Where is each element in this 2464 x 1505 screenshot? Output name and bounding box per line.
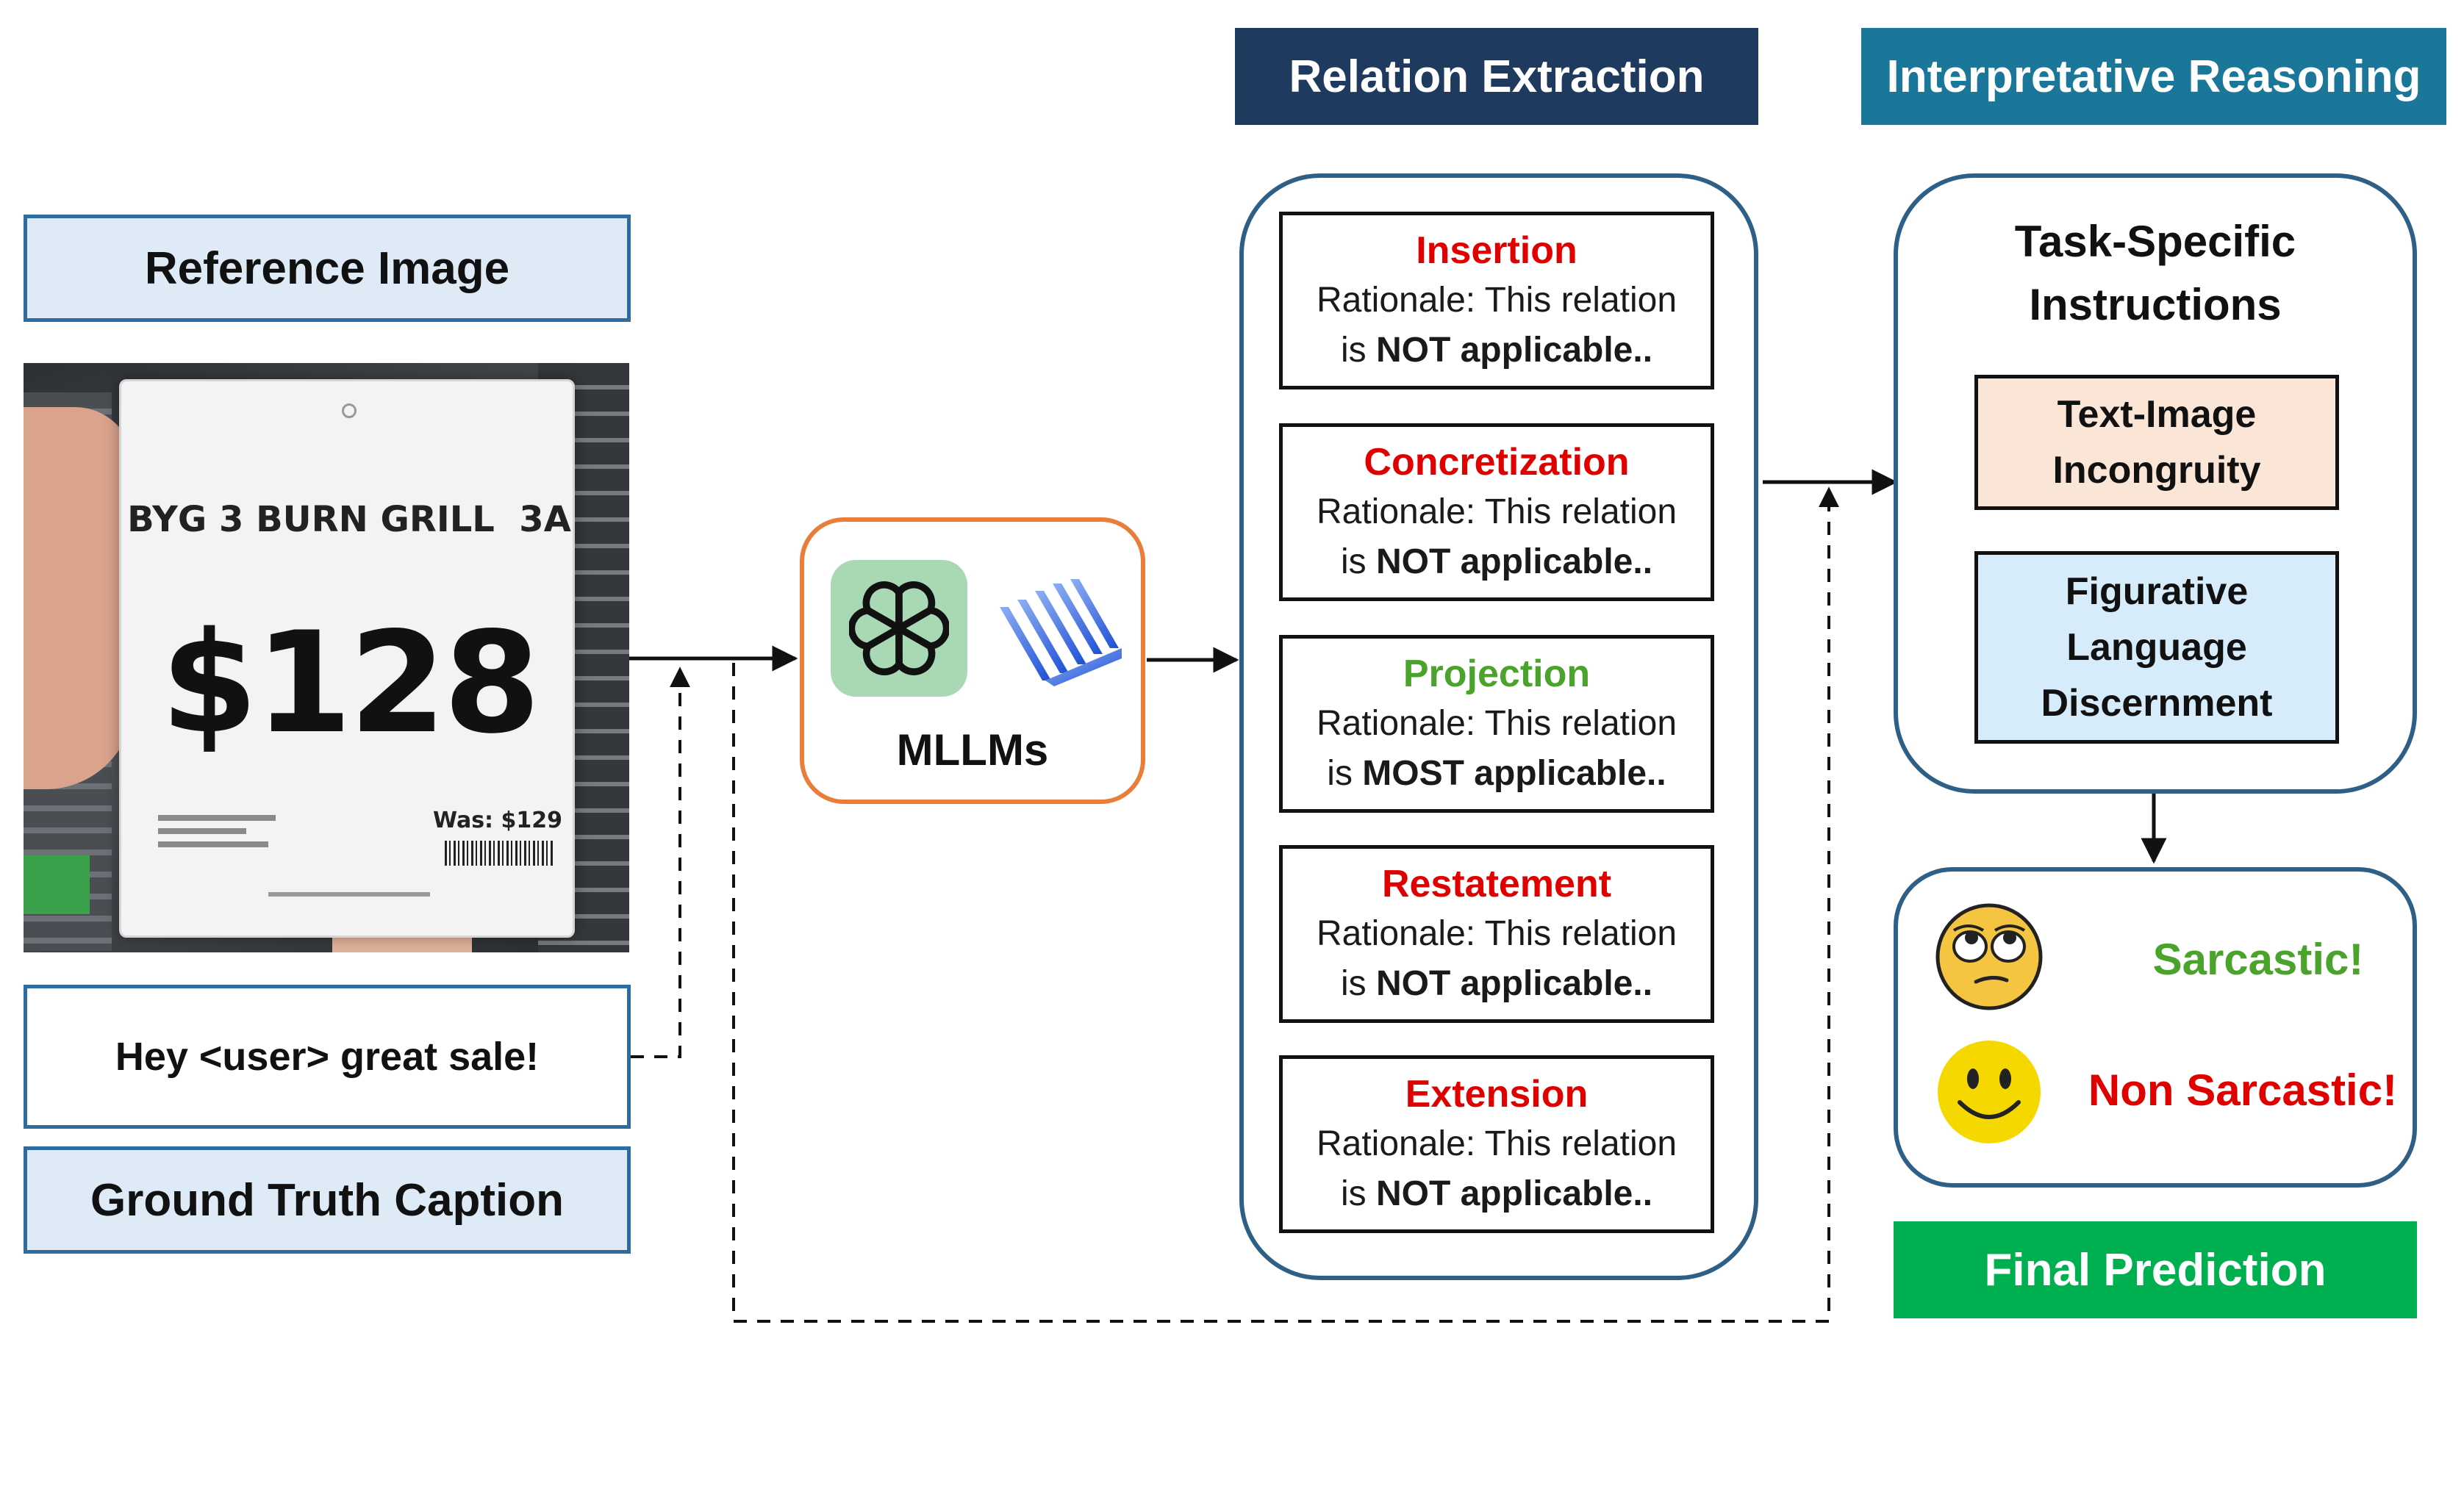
figurative-language-line3: Discernment xyxy=(2041,682,2273,725)
final-prediction-label-text: Final Prediction xyxy=(1984,1244,2327,1296)
interpretative-reasoning-header: Interpretative Reasoning xyxy=(1861,28,2446,125)
reference-photo: BYG 3 BURN GRILL 3A $128 Was: $129 xyxy=(24,363,629,952)
openai-logo xyxy=(831,560,967,697)
prediction-panel: Sarcastic! Non Sarcastic! xyxy=(1894,867,2417,1188)
sign-title: BYG 3 BURN GRILL 3A xyxy=(127,499,571,540)
sign-was-price: Was: $129 xyxy=(432,808,562,833)
relation-title: Insertion xyxy=(1416,229,1577,272)
caption-text: Hey <user> great sale! xyxy=(115,1035,540,1079)
relation-extraction-header: Relation Extraction xyxy=(1235,28,1758,125)
eye-roll-emoji-icon xyxy=(1935,903,2043,1010)
relation-rationale: Rationale: This relation xyxy=(1316,281,1677,320)
task-specific-title-line1: Task-Specific xyxy=(2014,217,2296,266)
relation-verdict: is NOT applicable.. xyxy=(1341,326,1652,376)
relation-rationale: Rationale: This relation xyxy=(1316,914,1677,953)
relation-verdict: is NOT applicable.. xyxy=(1341,1169,1652,1219)
figurative-language-line1: Figurative xyxy=(2065,570,2249,613)
relation-rationale: Rationale: This relation xyxy=(1316,492,1677,531)
green-tag xyxy=(24,855,90,914)
model-logo xyxy=(992,578,1125,688)
barcode xyxy=(445,841,555,866)
final-prediction-label: Final Prediction xyxy=(1894,1221,2417,1318)
verdict-strong: MOST applicable.. xyxy=(1362,754,1666,793)
ground-truth-caption-label: Ground Truth Caption xyxy=(24,1146,631,1254)
verdict-strong: NOT applicable.. xyxy=(1375,1174,1653,1213)
relation-title: Restatement xyxy=(1381,863,1612,905)
hand xyxy=(24,407,134,789)
openai-icon xyxy=(849,581,949,675)
fine-print-4 xyxy=(268,892,430,897)
relation-rationale: Rationale: This relation xyxy=(1316,1124,1677,1163)
relation-extraction-header-text: Relation Extraction xyxy=(1289,51,1705,102)
relation-verdict: is NOT applicable.. xyxy=(1341,959,1652,1009)
relation-projection: Projection Rationale: This relation is M… xyxy=(1279,635,1714,813)
relation-title: Extension xyxy=(1405,1073,1589,1116)
mllms-box: MLLMs xyxy=(800,517,1145,804)
verdict-strong: NOT applicable.. xyxy=(1375,331,1653,370)
fine-print-2 xyxy=(158,828,246,834)
task-specific-title-line2: Instructions xyxy=(2029,280,2282,329)
relation-restatement: Restatement Rationale: This relation is … xyxy=(1279,845,1714,1023)
figurative-language-box: Figurative Language Discernment xyxy=(1974,551,2339,744)
relation-extension: Extension Rationale: This relation is NO… xyxy=(1279,1055,1714,1233)
interpretative-reasoning-header-text: Interpretative Reasoning xyxy=(1886,51,2421,102)
stripes-icon xyxy=(1000,579,1122,686)
relation-title: Projection xyxy=(1403,653,1591,695)
mllms-label: MLLMs xyxy=(896,725,1049,775)
caption-box: Hey <user> great sale! xyxy=(24,985,631,1129)
relation-verdict: is MOST applicable.. xyxy=(1327,749,1666,799)
price-sign: BYG 3 BURN GRILL 3A $128 Was: $129 xyxy=(119,379,575,938)
relation-concretization: Concretization Rationale: This relation … xyxy=(1279,423,1714,601)
relation-verdict: is NOT applicable.. xyxy=(1341,537,1652,587)
fine-print-3 xyxy=(158,841,268,847)
text-image-incongruity-box: Text-Image Incongruity xyxy=(1974,375,2339,510)
verdict-strong: NOT applicable.. xyxy=(1375,542,1653,581)
ground-truth-caption-label-text: Ground Truth Caption xyxy=(90,1174,564,1226)
reference-image-label-text: Reference Image xyxy=(144,243,510,294)
reference-image-label: Reference Image xyxy=(24,215,631,322)
text-image-incongruity-line2: Incongruity xyxy=(2052,449,2261,492)
verdict-prefix: is xyxy=(1340,542,1376,581)
non-sarcastic-label: Non Sarcastic! xyxy=(2088,1066,2398,1115)
text-image-incongruity-line1: Text-Image xyxy=(2057,393,2257,436)
verdict-prefix: is xyxy=(1327,754,1363,793)
relation-title: Concretization xyxy=(1364,441,1630,484)
sarcastic-label: Sarcastic! xyxy=(2152,935,2364,984)
smiley-emoji-icon xyxy=(1938,1041,2041,1143)
verdict-prefix: is xyxy=(1340,331,1376,370)
verdict-prefix: is xyxy=(1340,964,1376,1003)
task-specific-instructions-panel: Task-Specific Instructions Text-Image In… xyxy=(1894,173,2417,794)
verdict-prefix: is xyxy=(1340,1174,1376,1213)
fine-print-1 xyxy=(158,815,276,821)
sign-hole xyxy=(342,403,357,418)
relation-insertion: Insertion Rationale: This relation is NO… xyxy=(1279,212,1714,389)
sign-price: $128 xyxy=(160,602,541,764)
figurative-language-line2: Language xyxy=(2066,626,2247,669)
relation-rationale: Rationale: This relation xyxy=(1316,704,1677,743)
task-specific-title: Task-Specific Instructions xyxy=(1898,210,2413,337)
verdict-strong: NOT applicable.. xyxy=(1375,964,1653,1003)
